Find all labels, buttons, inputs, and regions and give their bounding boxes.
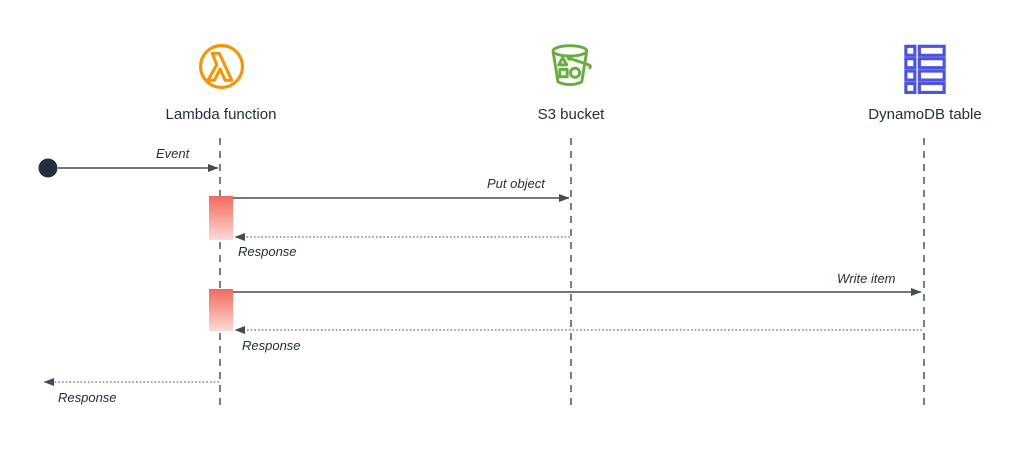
dynamodb-icon [898,38,952,94]
participant-label-lambda: Lambda function [165,106,277,123]
activation-bar-2 [209,289,233,331]
activation-bar-1 [209,196,233,240]
response-final-label: Response [58,390,117,405]
participant-s3: S3 bucket [481,38,661,123]
event-label: Event [156,146,190,161]
response-s3-label: Response [238,244,297,259]
response-dynamodb-label: Response [242,338,301,353]
lambda-icon [197,38,246,94]
put-object-label: Put object [487,176,545,191]
participant-label-dynamodb: DynamoDB table [868,106,982,123]
start-node [38,158,58,178]
participant-label-s3: S3 bucket [537,106,605,123]
s3-bucket-icon [543,38,599,94]
write-item-label: Write item [837,271,896,286]
participant-lambda: Lambda function [131,38,311,123]
participant-dynamodb: DynamoDB table [835,38,1015,123]
